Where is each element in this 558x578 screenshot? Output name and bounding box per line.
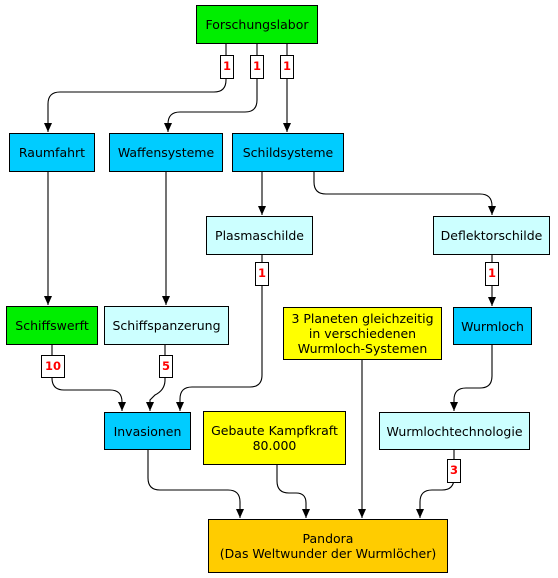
node-waffensysteme: Waffensysteme	[109, 133, 223, 172]
node-deflektorschilde: Deflektorschilde	[433, 216, 550, 255]
badge-labor-raumfahrt: 1	[220, 55, 234, 79]
edge-labor-raumfahrt	[44, 44, 227, 132]
node-schiffspanzerung: Schiffspanzerung	[104, 306, 229, 345]
node-pandora: Pandora (Das Weltwunder der Wurmlöcher)	[208, 519, 448, 573]
node-forschungslabor: Forschungslabor	[196, 5, 318, 44]
edge-schiffswerft-invasionen	[51, 345, 126, 411]
node-drei-planeten: 3 Planeten gleichzeitig in verschiedenen…	[283, 307, 442, 360]
node-wurmloch: Wurmloch	[453, 307, 532, 345]
badge-deflektorschilde-wurmloch: 1	[485, 262, 499, 286]
node-schildsysteme: Schildsysteme	[232, 133, 344, 172]
node-plasmaschilde: Plasmaschilde	[206, 216, 313, 255]
badge-labor-waffensysteme: 1	[250, 55, 264, 79]
node-gebaute-kampfkraft: Gebaute Kampfkraft 80.000	[203, 411, 346, 465]
badge-plasmaschilde-invasionen: 1	[255, 262, 269, 286]
edge-kampfkraft-pandora	[276, 465, 310, 518]
badge-wurmlochtechnologie-pandora: 3	[447, 459, 461, 483]
badge-labor-schildsysteme: 1	[280, 55, 294, 79]
edge-schiffspanzerung-invasionen	[146, 345, 166, 411]
edge-plasmaschilde-invasionen	[176, 255, 263, 411]
edge-labor-waffensysteme	[164, 44, 258, 132]
edge-schildsysteme-deflektorschilde	[313, 172, 496, 215]
edge-invasionen-pandora	[147, 450, 244, 518]
edge-wurmloch-wurmlochtechnologie	[450, 345, 493, 411]
node-invasionen: Invasionen	[104, 412, 191, 450]
node-wurmlochtechnologie: Wurmlochtechnologie	[379, 412, 530, 450]
badge-schiffswerft-invasionen: 10	[41, 355, 65, 378]
node-schiffswerft: Schiffswerft	[6, 306, 98, 345]
node-raumfahrt: Raumfahrt	[9, 133, 95, 172]
badge-schiffspanzerung-invasionen: 5	[159, 355, 173, 378]
